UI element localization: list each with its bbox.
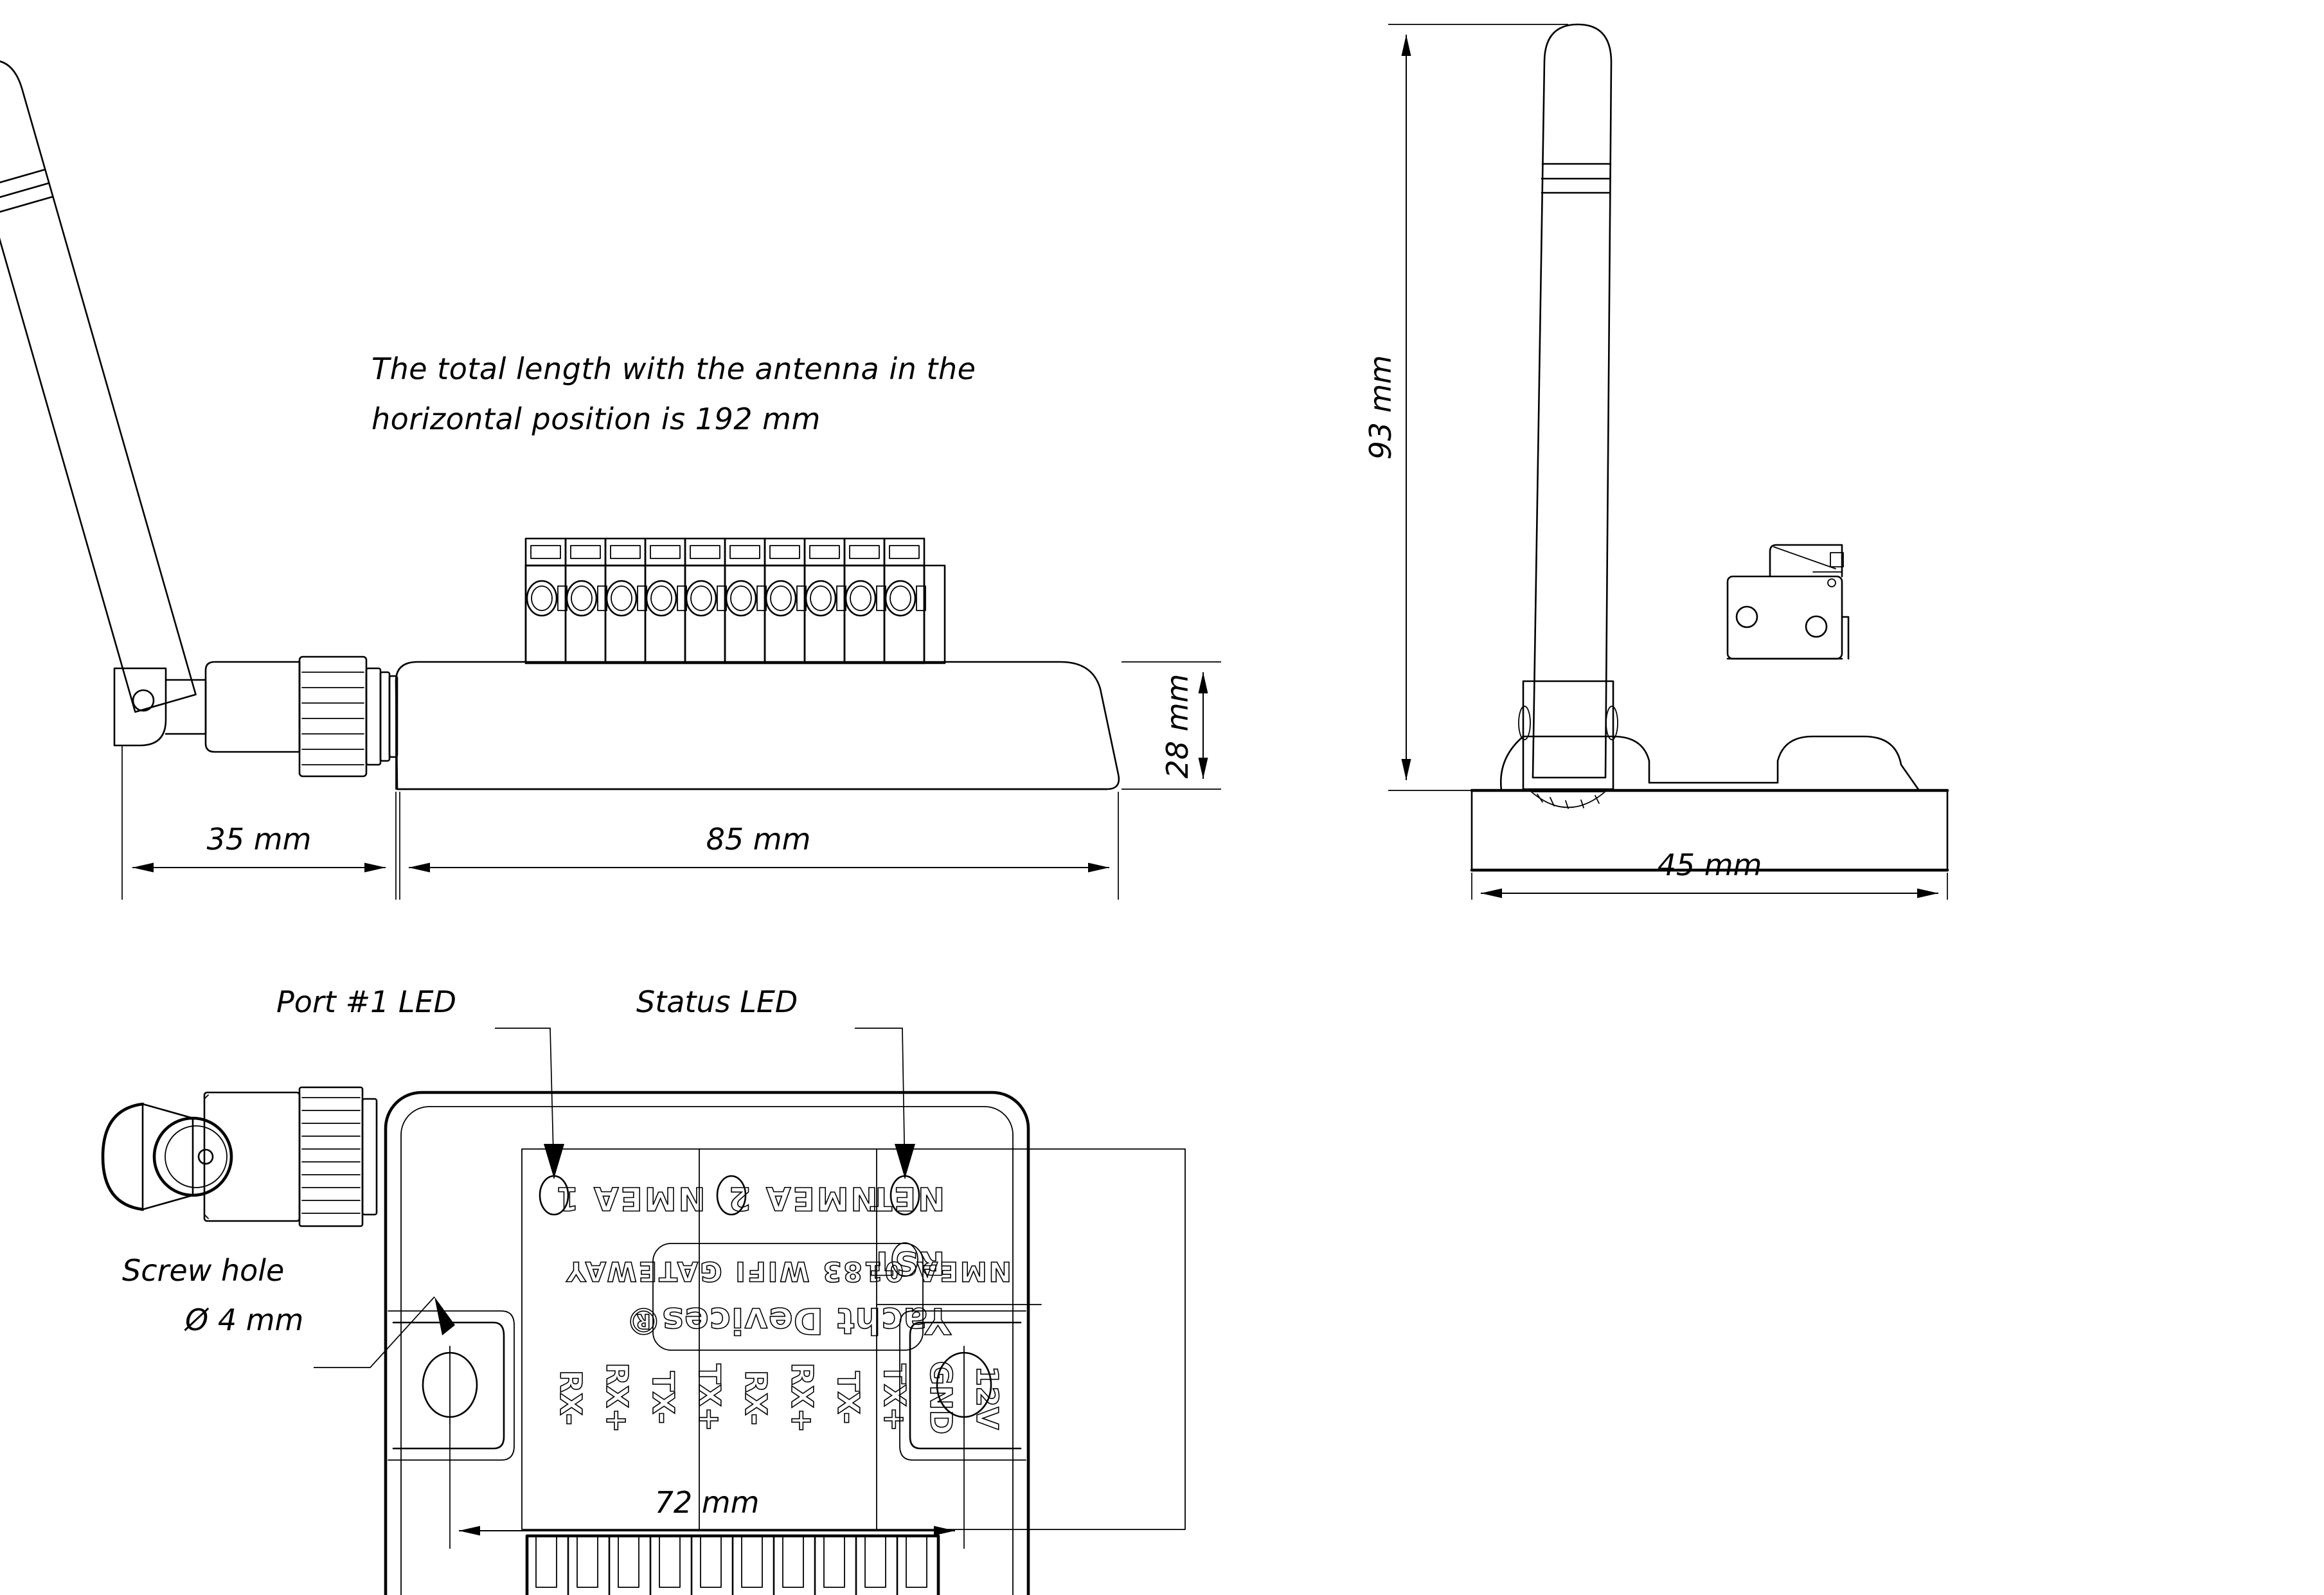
silk-terminal-8: TX+ [877, 1364, 912, 1431]
device-body-plan [384, 1091, 1030, 1595]
silk-brand: Yacht Devices® [625, 1299, 951, 1341]
callout-port1-led: Port #1 LED [276, 985, 564, 1179]
terminal-block-plan [525, 1534, 940, 1595]
front-elevation-view: The total length with the antenna in the… [0, 59, 1221, 900]
dimension-label-93mm: 93 mm [1363, 355, 1398, 460]
silk-terminal-10: 12V [970, 1366, 1005, 1430]
silk-terminal-2: RX+ [600, 1362, 634, 1432]
note-line-1: The total length with the antenna in the [371, 352, 976, 386]
button-reset-hole [891, 1242, 918, 1277]
silkscreen-text: NMEA 1 NMEA 2 NET RST NMEA 0183 WIFI GAT… [553, 1179, 1012, 1435]
silk-terminal-3: TX- [646, 1371, 681, 1424]
dimension-label-28mm: 28 mm [1160, 674, 1195, 779]
antenna-sma-connector [204, 655, 398, 778]
dimension-label-72mm: 72 mm [655, 1485, 760, 1520]
silk-terminal-5: RX- [738, 1370, 773, 1425]
note-line-2: horizontal position is 192 mm [371, 402, 821, 436]
silk-led-net: NET [868, 1180, 945, 1217]
callout-status-led: Status LED [636, 985, 915, 1179]
silk-terminal-4: TX+ [692, 1364, 727, 1431]
callout-status-led-label: Status LED [636, 985, 798, 1019]
dimension-label-45mm: 45 mm [1658, 848, 1762, 882]
callout-screw-hole: Screw hole Ø 4 mm [122, 1253, 455, 1368]
callout-screw-hole-line1: Screw hole [122, 1253, 284, 1288]
terminal-block-side [1726, 544, 1850, 660]
side-elevation-view: 93 mm 45 mm [1363, 23, 1949, 900]
silk-product-name: NMEA 0183 WIFI GATEWAY [564, 1256, 1012, 1287]
silk-port-1: NMEA 1 [555, 1180, 706, 1217]
dimension-screw-spacing: 72 mm [449, 1423, 965, 1549]
dimension-label-35mm: 35 mm [207, 822, 312, 857]
silk-port-2: NMEA 2 [727, 1180, 878, 1217]
terminal-block-front [524, 537, 946, 664]
dimension-body-height: 28 mm [1122, 661, 1221, 790]
antenna-tilted [0, 59, 207, 747]
bottom-plan-view: NMEA 1 NMEA 2 NET RST NMEA 0183 WIFI GAT… [101, 985, 1186, 1595]
silk-terminal-7: TX- [831, 1371, 866, 1424]
antenna-connector-plan [101, 1086, 378, 1227]
dimension-antenna-offset: 35 mm [121, 745, 397, 900]
silk-terminal-1: RX- [553, 1370, 588, 1425]
silk-terminal-6: RX+ [785, 1362, 819, 1432]
callout-port1-led-label: Port #1 LED [276, 985, 456, 1019]
dimension-total-height: 93 mm [1363, 24, 1568, 791]
dimension-label-85mm: 85 mm [706, 822, 811, 857]
silk-terminal-9: GND [924, 1361, 958, 1434]
led-port2-hole [716, 1175, 747, 1216]
dimension-body-depth: 45 mm [1471, 848, 1948, 900]
silk-led-rst: RST [869, 1244, 945, 1281]
callout-screw-hole-line2: Ø 4 mm [184, 1303, 303, 1337]
antenna-vertical [1518, 23, 1618, 809]
dimension-body-length: 85 mm [399, 792, 1119, 900]
device-body-front [395, 661, 1120, 790]
silkscreen-terminal-labels: RX- RX+ TX- TX+ RX- RX+ TX- TX+ GND 12V [553, 1360, 1005, 1435]
device-body-side [1470, 735, 1949, 872]
